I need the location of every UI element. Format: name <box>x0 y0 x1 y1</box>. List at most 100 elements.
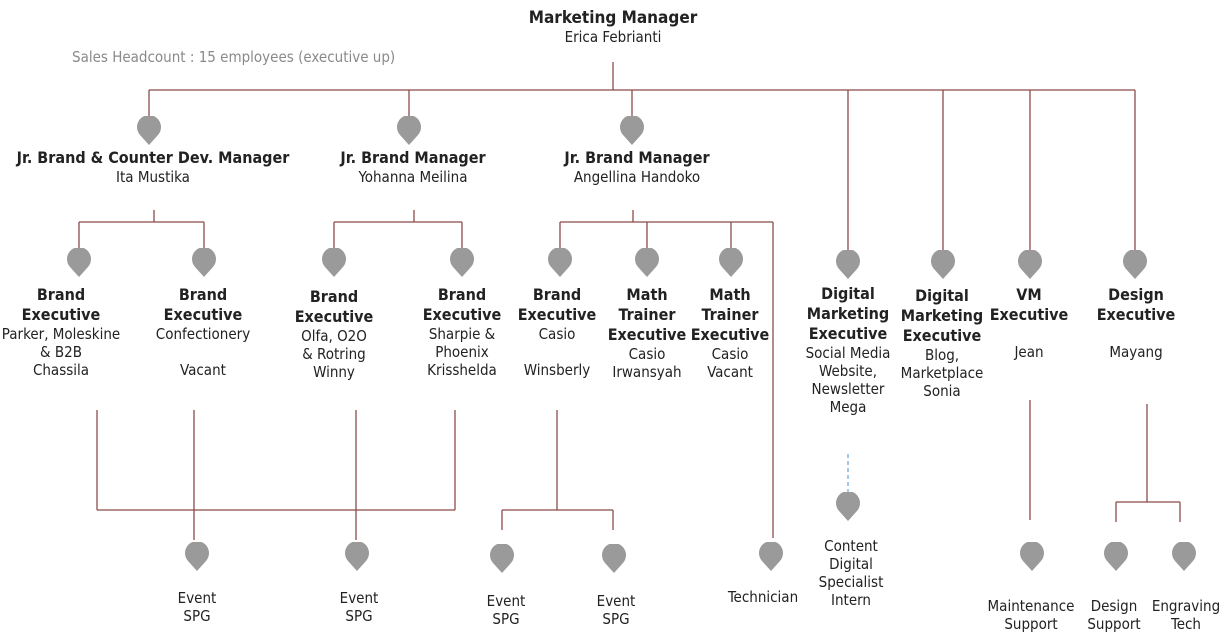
person-pin-icon <box>836 250 860 280</box>
node-name: Ita Mustika <box>116 168 190 186</box>
manager-node: Jr. Brand & Counter Dev. Manager Ita Mus… <box>17 148 290 186</box>
node-label-line: Event <box>596 592 636 610</box>
person-pin-icon <box>67 248 91 278</box>
node-label-line: SPG <box>345 607 373 625</box>
person-pin-icon <box>548 248 572 278</box>
node-desc-line: Vacant <box>180 361 226 379</box>
person-pin-icon <box>1018 250 1042 280</box>
node-label-line: Support <box>1004 615 1058 633</box>
node-name: Yohanna Meilina <box>358 168 468 186</box>
node-desc-line: Sonia <box>923 382 961 400</box>
person-pin-icon <box>397 116 421 146</box>
node-desc-line: Sharpie & <box>428 325 496 343</box>
node-title-line: Executive <box>517 305 597 324</box>
node-title: Jr. Brand Manager <box>340 148 486 167</box>
node-label-line: Engraving <box>1151 597 1221 615</box>
manager-node: Jr. Brand Manager Yohanna Meilina <box>340 148 485 186</box>
node-desc-line: Winsberly <box>523 361 591 379</box>
executive-node: VM Executive Jean <box>990 285 1069 361</box>
node-desc-line <box>990 325 1069 343</box>
node-desc-line: Confectionery <box>155 325 251 343</box>
person-pin-icon <box>620 116 644 146</box>
node-desc-line: Phoenix <box>435 343 489 361</box>
node-label-line: Specialist <box>818 573 884 591</box>
node-desc-line: Vacant <box>707 363 753 381</box>
node-desc-line: Website, <box>818 362 877 380</box>
node-label-line: Event <box>339 589 379 607</box>
node-desc-line: Chassila <box>32 361 90 379</box>
node-title-line: Executive <box>989 305 1069 324</box>
node-desc-line: Irwansyah <box>612 363 682 381</box>
node-title: Jr. Brand Manager <box>564 148 710 167</box>
person-pin-icon <box>490 544 514 574</box>
person-pin-icon <box>192 248 216 278</box>
node-desc-line: Jean <box>1014 343 1044 361</box>
node-title-line: Trainer <box>701 305 759 324</box>
executive-node: Math Trainer Executive Casio Vacant <box>691 285 770 381</box>
node-title-line: Trainer <box>618 305 676 324</box>
connector <box>78 221 205 248</box>
node-label-line: Maintenance <box>987 597 1075 615</box>
node-title-line: Executive <box>294 307 374 326</box>
node-desc-line: Parker, Moleskine <box>1 325 121 343</box>
node-label-line: Support <box>1087 615 1141 633</box>
node-name: Angellina Handoko <box>573 168 701 186</box>
executive-node: Math Trainer Executive Casio Irwansyah <box>608 285 687 381</box>
node-label-line: Technician <box>727 588 799 606</box>
node-desc-line <box>156 343 250 361</box>
person-pin-icon <box>345 542 369 572</box>
node-title-line: Executive <box>21 305 101 324</box>
support-node: Design Support <box>1087 597 1140 633</box>
node-desc-line: Marketplace <box>900 364 984 382</box>
node-label-line: SPG <box>602 610 630 628</box>
node-title-line: Marketing <box>900 306 984 325</box>
node-desc-line: Krisshelda <box>427 361 497 379</box>
executive-node: Brand Executive Confectionery Vacant <box>156 285 250 379</box>
executive-node: Brand Executive Parker, Moleskine & B2B … <box>2 285 120 379</box>
node-label-line: SPG <box>492 610 520 628</box>
node-desc-line: Mega <box>829 398 867 416</box>
person-pin-icon <box>185 542 209 572</box>
node-title-line: Executive <box>902 326 982 345</box>
support-node: Technician <box>728 588 798 606</box>
node-desc-line: Newsletter <box>811 380 885 398</box>
executive-node: Digital Marketing Executive Social Media… <box>806 284 891 416</box>
person-pin-icon <box>1123 250 1147 280</box>
node-label-line: Event <box>177 589 217 607</box>
person-pin-icon <box>836 492 860 522</box>
person-pin-icon <box>322 248 346 278</box>
headcount-note: Sales Headcount : 15 employees (executiv… <box>72 48 396 66</box>
connector <box>333 221 463 248</box>
node-title-line: Executive <box>422 305 502 324</box>
person-pin-icon <box>1104 542 1128 572</box>
executive-node: Brand Executive Olfa, O2O & Rotring Winn… <box>295 287 374 381</box>
support-node: Event SPG <box>597 592 636 628</box>
node-title-line: Executive <box>607 325 687 344</box>
node-desc-line: Casio <box>538 325 576 343</box>
node-title-line: Brand <box>178 285 228 304</box>
person-pin-icon <box>137 116 161 146</box>
node-title-line: Brand <box>532 285 582 304</box>
node-title-line: Digital <box>821 284 875 303</box>
node-title-line: Executive <box>808 324 888 343</box>
node-title-line: Design <box>1108 285 1164 304</box>
executive-node: Brand Executive Casio Winsberly <box>518 285 597 379</box>
support-node: Event SPG <box>178 589 217 625</box>
connector <box>501 509 614 530</box>
node-desc-line <box>518 343 597 361</box>
person-pin-icon <box>759 542 783 572</box>
node-title-line: VM <box>1016 285 1042 304</box>
person-pin-icon <box>931 250 955 280</box>
node-desc-line: Casio <box>711 345 749 363</box>
node-desc-line <box>1097 325 1176 343</box>
node-title: Jr. Brand & Counter Dev. Manager <box>16 148 290 167</box>
node-label-line: Intern <box>831 591 871 609</box>
node-desc-line: & B2B <box>40 343 82 361</box>
node-title-line: Executive <box>163 305 243 324</box>
node-title-line: Digital <box>915 286 969 305</box>
person-pin-icon <box>450 248 474 278</box>
node-desc-line: Blog, <box>924 346 960 364</box>
node-title: Marketing Manager <box>528 8 698 28</box>
node-title-line: Brand <box>36 285 86 304</box>
